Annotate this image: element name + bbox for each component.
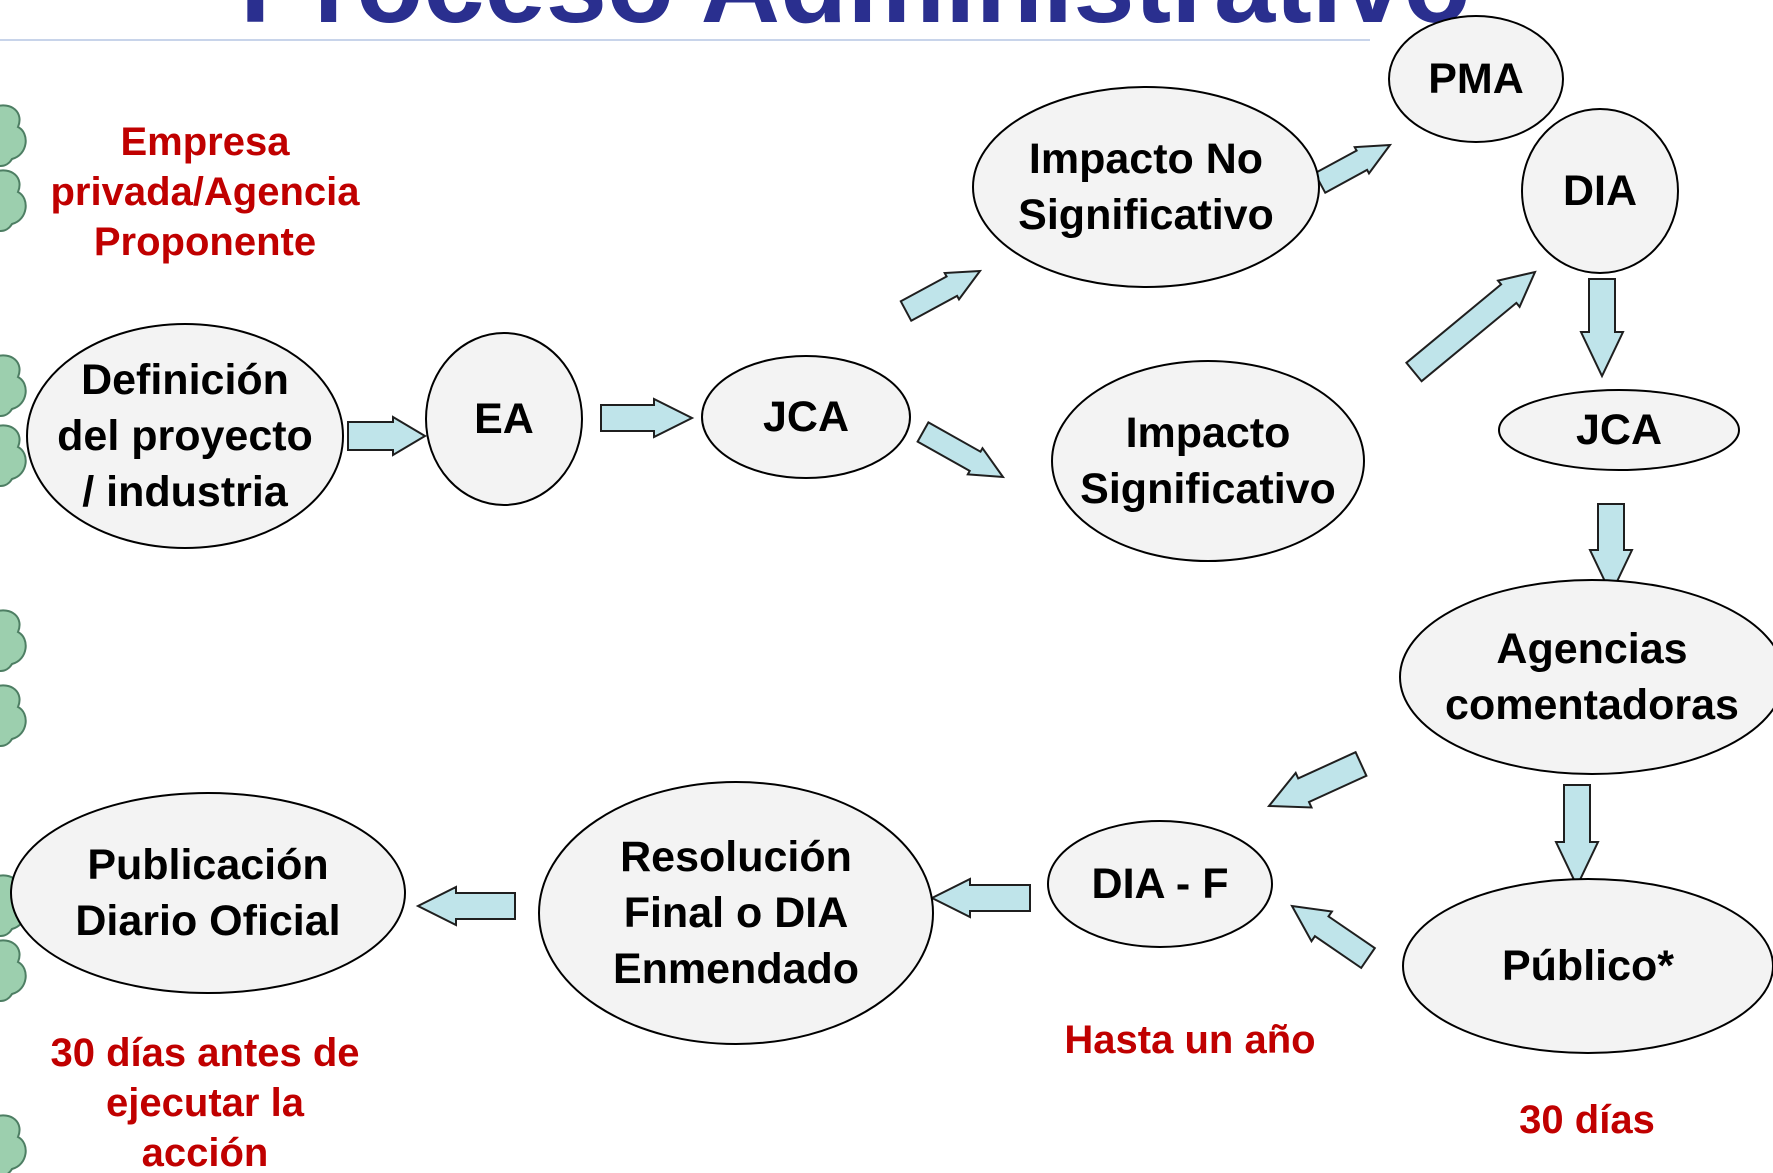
node-impacto-no-label-line-2: Significativo	[1018, 191, 1274, 239]
note-30-dias-line-1: 30 días	[1519, 1098, 1655, 1142]
node-jca-2-shape	[1498, 389, 1740, 471]
node-publicacion-label-line-1: Publicación	[87, 841, 328, 889]
node-jca-1: JCA	[701, 355, 911, 479]
node-agencias-label-line-1: Agencias	[1496, 625, 1687, 673]
note-hasta-un-ano: Hasta un año	[1064, 1018, 1315, 1062]
node-impacto-no-shape	[972, 86, 1320, 288]
node-resolucion-shape	[538, 781, 934, 1045]
node-resolucion-label-line-1: Resolución	[620, 833, 852, 881]
arrow-publico-diaf	[1290, 904, 1377, 970]
node-ea-label: EA	[474, 395, 534, 443]
node-dia-label-line-1: DIA	[1563, 167, 1637, 215]
note-proponente-line-2: privada/Agencia	[50, 170, 360, 214]
arrow-jca-impacto-no	[899, 269, 983, 323]
arrow-agencias-diaf	[1266, 750, 1368, 809]
node-definicion-label-line-3: / industria	[82, 468, 289, 516]
node-impacto-no-label: Impacto No Significativo	[1018, 135, 1274, 239]
node-dia-shape	[1521, 108, 1679, 274]
node-ea-label-line-1: EA	[474, 395, 534, 443]
node-pma-label: PMA	[1428, 55, 1524, 103]
node-pma-label-line-1: PMA	[1428, 55, 1524, 103]
note-30-dias: 30 días	[1519, 1098, 1655, 1142]
decorative-blob-3	[0, 354, 27, 417]
node-publico: Público*	[1402, 878, 1773, 1054]
node-agencias-comentadoras: Agencias comentadoras	[1399, 579, 1773, 775]
node-impacto-si-label-line-1: Impacto	[1126, 409, 1291, 457]
node-agencias-label-line-2: comentadoras	[1445, 681, 1739, 729]
node-dia-label: DIA	[1563, 167, 1637, 215]
arrow-jca-impacto-si	[916, 421, 1006, 479]
decorative-blob-8	[0, 939, 27, 1002]
note-proponente-line-1: Empresa	[121, 120, 291, 164]
node-publicacion-label-line-2: Diario Oficial	[75, 897, 340, 945]
note-30-dias-antes-line-3: acción	[142, 1131, 269, 1173]
node-jca-1-shape	[701, 355, 911, 479]
arrow-definicion-ea	[347, 415, 427, 457]
decorative-blob-9	[0, 1114, 27, 1173]
node-jca-1-label: JCA	[763, 393, 849, 441]
node-definicion-label-line-2: del proyecto	[57, 412, 313, 460]
node-impacto-si-label-line-2: Significativo	[1080, 465, 1336, 513]
decorative-blob-2	[0, 169, 27, 232]
node-definicion-label-line-1: Definición	[81, 356, 289, 404]
node-publico-shape	[1402, 878, 1773, 1054]
node-dia-f: DIA - F	[1047, 820, 1273, 948]
node-definicion-label: Definición del proyecto / industria	[57, 356, 313, 516]
note-hasta-un-ano-line-1: Hasta un año	[1064, 1018, 1315, 1062]
note-30-dias-antes-line-2: ejecutar la	[106, 1081, 305, 1125]
flow-arrows	[347, 143, 1634, 970]
node-dia-f-label: DIA - F	[1092, 860, 1229, 908]
node-dia: DIA	[1521, 108, 1679, 274]
node-definicion-shape	[26, 323, 344, 549]
node-agencias-shape	[1399, 579, 1773, 775]
node-pma: PMA	[1388, 15, 1564, 143]
node-resolucion-label-line-2: Final o DIA	[624, 889, 849, 937]
node-dia-f-label-line-1: DIA - F	[1092, 860, 1229, 908]
node-ea-shape	[425, 332, 583, 506]
node-definicion: Definición del proyecto / industria	[26, 323, 344, 549]
node-pma-shape	[1388, 15, 1564, 143]
note-30-dias-antes-line-1: 30 días antes de	[50, 1031, 359, 1075]
node-ea: EA	[425, 332, 583, 506]
node-jca-2-label-line-1: JCA	[1576, 406, 1662, 454]
node-jca-1-label-line-1: JCA	[763, 393, 849, 441]
node-impacto-no-significativo: Impacto No Significativo	[972, 86, 1320, 288]
arrow-impacto-si-dia	[1404, 270, 1537, 383]
note-proponente-line-3: Proponente	[94, 220, 316, 264]
arrow-ea-jca	[600, 397, 695, 439]
decorative-blob-6	[0, 684, 27, 747]
node-impacto-no-label-line-1: Impacto No	[1029, 135, 1263, 183]
node-jca-2-label: JCA	[1576, 406, 1662, 454]
node-publico-label-line-1: Público*	[1502, 942, 1674, 990]
arrow-diaf-resolucion	[929, 877, 1031, 919]
node-dia-f-shape	[1047, 820, 1273, 948]
slide-title: Proceso Administrativo	[240, 0, 1471, 46]
decorative-blob-1	[0, 104, 27, 167]
node-jca-2: JCA	[1498, 389, 1740, 471]
arrow-impacto-no-pma	[1313, 143, 1393, 195]
node-publico-label: Público*	[1502, 942, 1674, 990]
arrow-agencias-publico	[1554, 784, 1600, 889]
node-publicacion-shape	[10, 792, 406, 994]
node-resolucion-label-line-3: Enmendado	[613, 945, 859, 993]
arrow-resolucion-publicacion	[415, 885, 516, 927]
decorative-blob-5	[0, 609, 27, 672]
decorative-blob-4	[0, 424, 27, 487]
arrow-jca-agencias	[1588, 503, 1634, 597]
decorative-shapes	[0, 104, 27, 1173]
note-30-dias-antes: 30 días antes de ejecutar la acción	[50, 1031, 359, 1173]
arrow-dia-jca	[1579, 278, 1625, 379]
node-agencias-label: Agencias comentadoras	[1445, 625, 1739, 729]
node-impacto-si-shape	[1051, 360, 1365, 562]
